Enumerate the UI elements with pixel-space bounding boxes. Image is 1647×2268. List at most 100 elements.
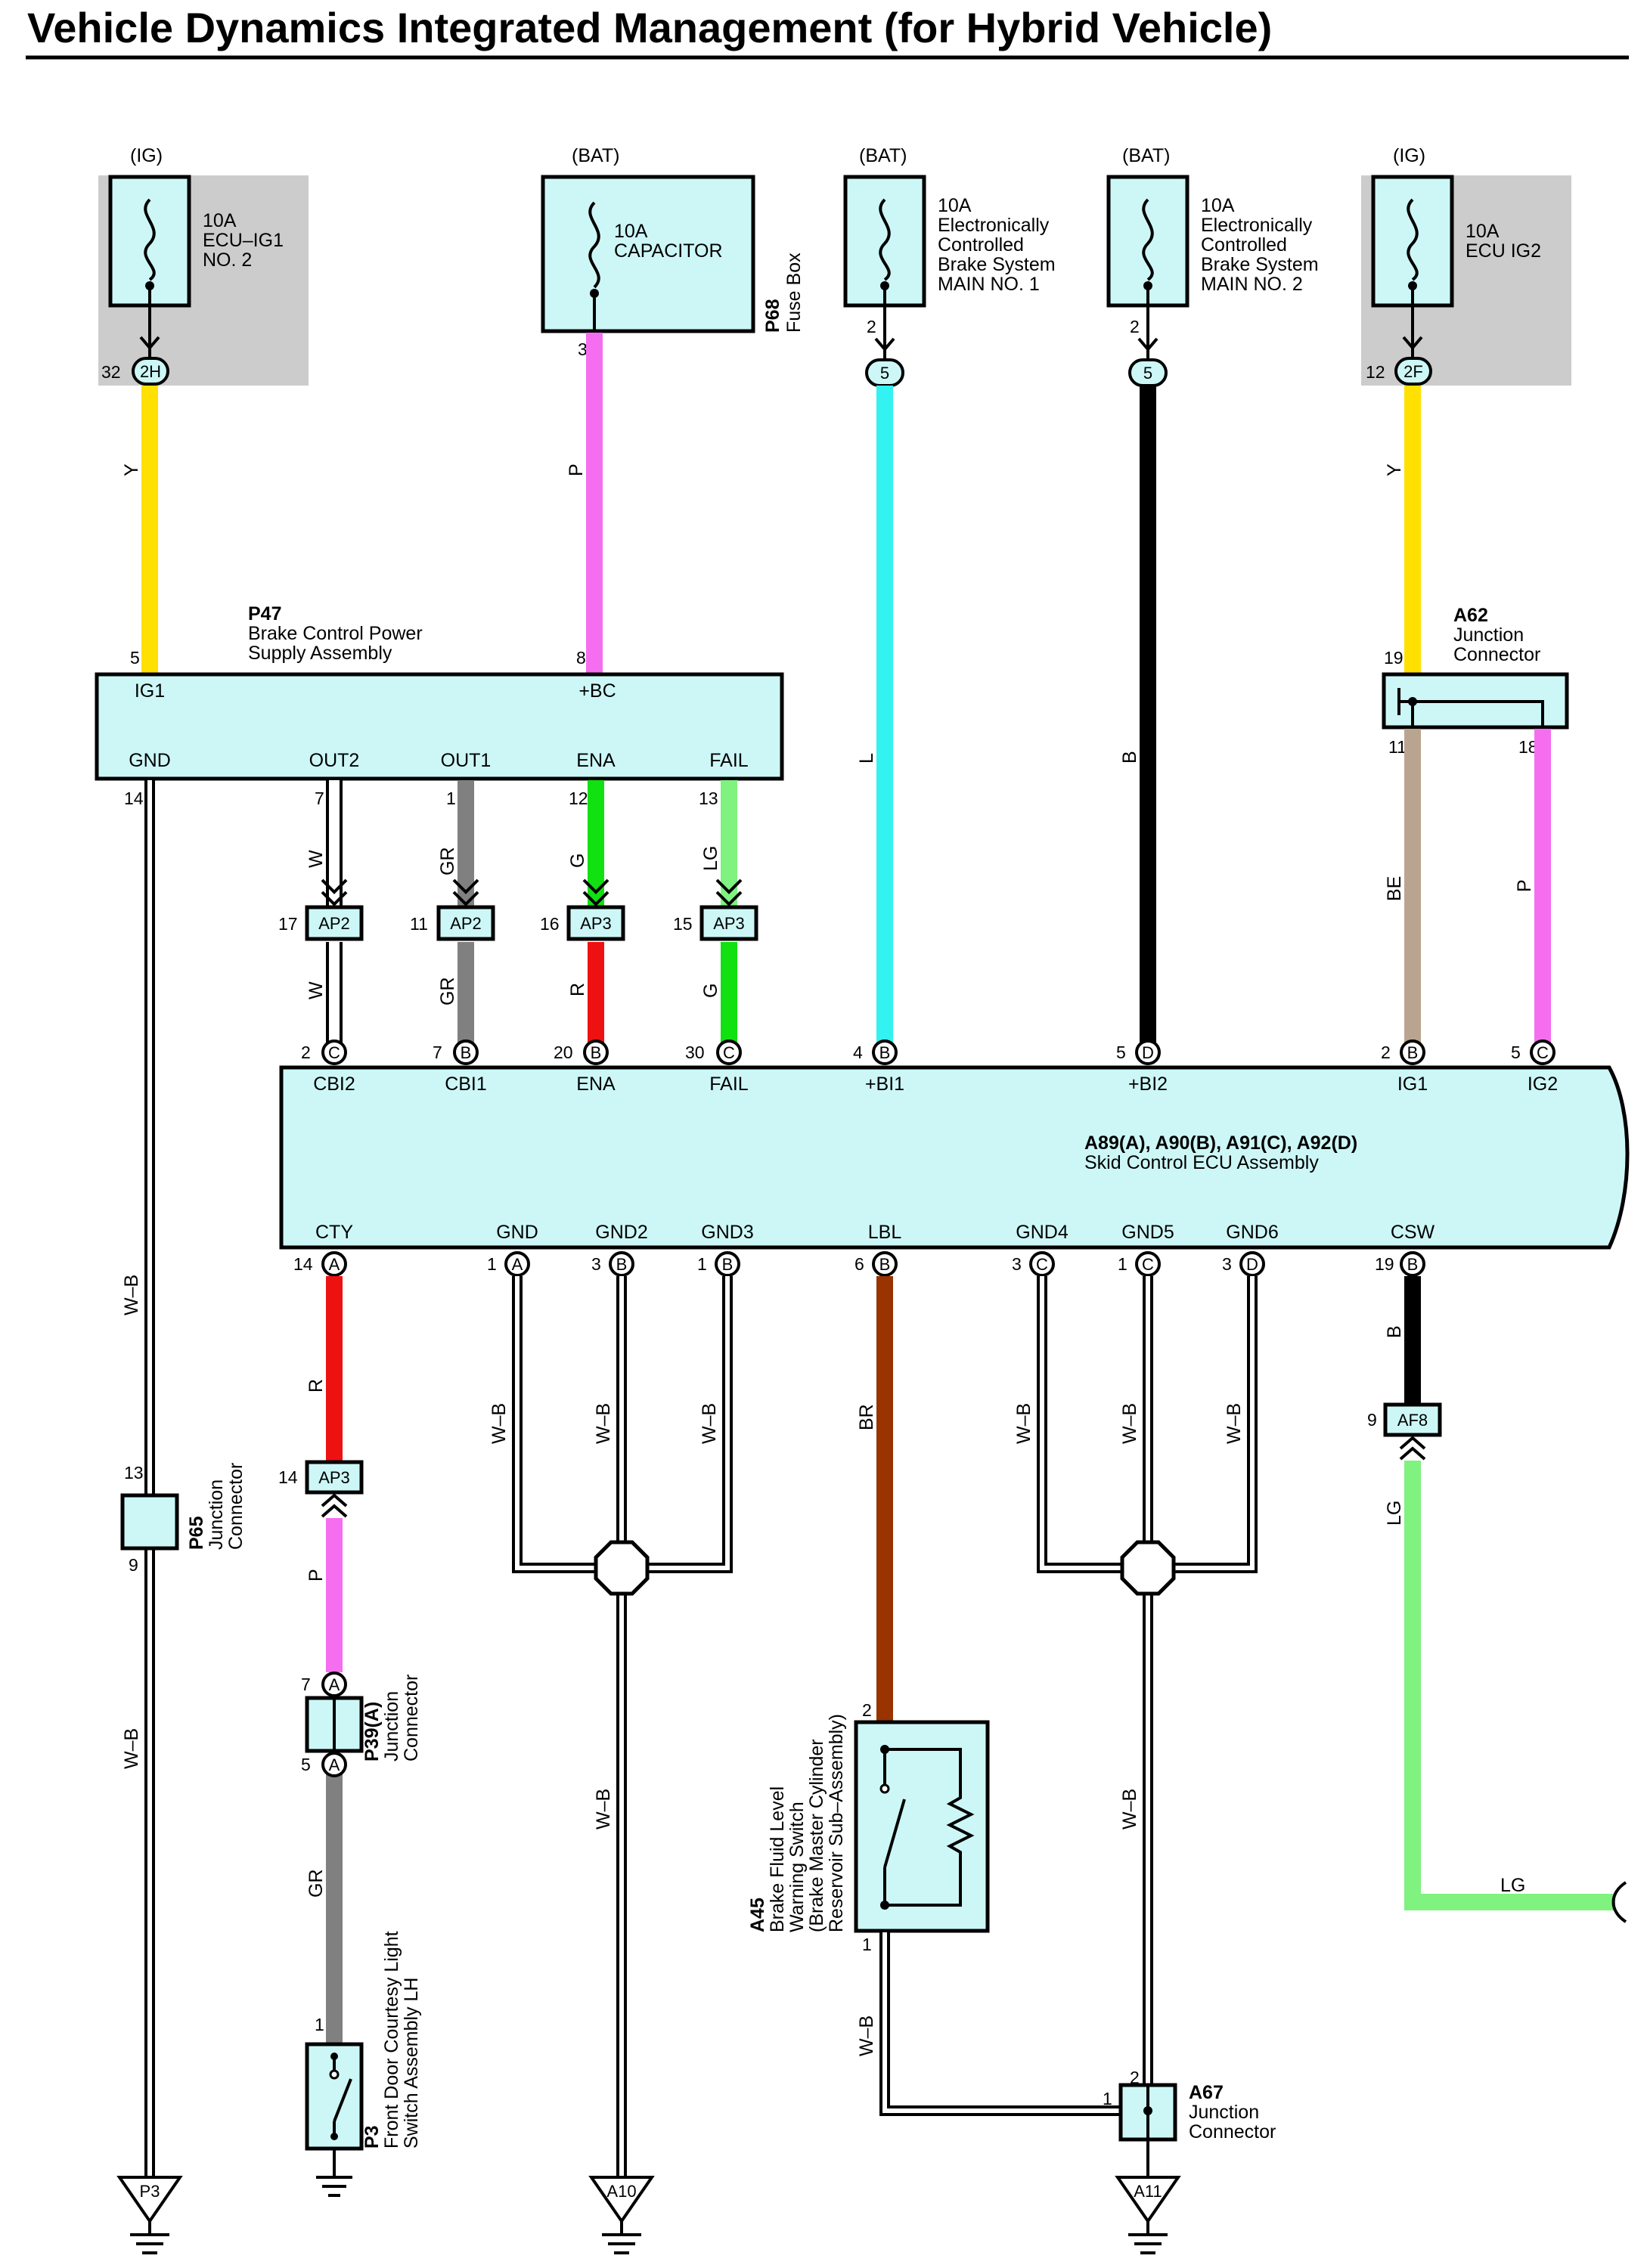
svg-text:A10: A10: [606, 2182, 636, 2201]
svg-text:P65: P65: [186, 1516, 207, 1550]
svg-text:+BI1: +BI1: [865, 1074, 904, 1095]
svg-text:LG: LG: [700, 846, 721, 871]
svg-text:GR: GR: [437, 978, 458, 1006]
svg-text:P: P: [306, 1569, 327, 1582]
svg-text:12: 12: [1366, 362, 1385, 382]
svg-text:5: 5: [880, 364, 889, 383]
svg-text:(Brake Master Cylinder: (Brake Master Cylinder: [806, 1739, 827, 1932]
svg-text:32: 32: [101, 362, 121, 382]
svg-text:B: B: [722, 1255, 734, 1274]
svg-text:Switch Assembly LH: Switch Assembly LH: [401, 1978, 422, 2149]
svg-text:Controlled: Controlled: [1201, 234, 1287, 256]
svg-text:IG1: IG1: [135, 680, 165, 702]
svg-text:Controlled: Controlled: [938, 234, 1024, 256]
svg-text:2: 2: [1130, 2068, 1140, 2087]
wires-top: Y P L B Y: [121, 333, 1421, 1046]
svg-text:W–B: W–B: [121, 1728, 142, 1769]
wire-lbl: BR: [856, 1276, 893, 1721]
svg-text:1: 1: [697, 1254, 707, 1274]
svg-text:5: 5: [1511, 1043, 1521, 1062]
svg-text:G: G: [700, 984, 721, 998]
fuse-box-code: P68: [762, 299, 783, 333]
svg-text:A: A: [329, 1255, 340, 1274]
svg-text:7: 7: [315, 789, 324, 808]
svg-text:AP2: AP2: [318, 914, 350, 933]
svg-text:BE: BE: [1384, 876, 1405, 901]
svg-text:A62: A62: [1453, 605, 1488, 626]
svg-text:ENA: ENA: [576, 1074, 616, 1095]
svg-text:IG1: IG1: [1397, 1074, 1428, 1095]
svg-text:C: C: [1537, 1043, 1549, 1062]
svg-text:W–B: W–B: [593, 1789, 614, 1830]
svg-text:GND: GND: [129, 750, 171, 771]
svg-text:30: 30: [685, 1043, 705, 1062]
ground-a10: A10: [588, 2176, 655, 2254]
svg-text:C: C: [1142, 1255, 1154, 1274]
svg-text:1: 1: [862, 1935, 872, 1954]
svg-text:AP3: AP3: [580, 914, 612, 933]
svg-text:5: 5: [301, 1755, 311, 1774]
svg-text:FAIL: FAIL: [709, 1074, 749, 1095]
svg-text:Junction: Junction: [206, 1479, 227, 1550]
svg-text:A89(A), A90(B), A91(C), A92(D): A89(A), A90(B), A91(C), A92(D): [1084, 1132, 1357, 1154]
svg-text:GND5: GND5: [1121, 1222, 1174, 1243]
svg-text:17: 17: [278, 914, 298, 934]
a62-junction-connector: A62 Junction Connector 19 11 18: [1382, 605, 1569, 757]
wires-gnd-a10: W–B W–B W–B W–B: [489, 1276, 733, 2177]
svg-text:20: 20: [554, 1043, 573, 1062]
svg-text:P: P: [566, 463, 587, 476]
page-title: Vehicle Dynamics Integrated Management (…: [27, 4, 1272, 51]
svg-text:ENA: ENA: [576, 750, 616, 771]
svg-text:B: B: [616, 1255, 628, 1274]
svg-text:CBI1: CBI1: [445, 1074, 487, 1095]
svg-text:A67: A67: [1189, 2082, 1224, 2103]
svg-text:Connector: Connector: [401, 1675, 422, 1761]
fuse-ecb-main-no2: (BAT) 10A Electronically Controlled Brak…: [1106, 145, 1319, 308]
svg-text:Connector: Connector: [1453, 644, 1540, 665]
svg-text:P: P: [1514, 879, 1535, 892]
svg-text:13: 13: [699, 789, 718, 808]
svg-text:19: 19: [1375, 1254, 1394, 1274]
svg-text:ECU–IG1: ECU–IG1: [203, 230, 284, 251]
svg-text:Brake Fluid Level: Brake Fluid Level: [767, 1786, 788, 1932]
svg-text:+BC: +BC: [578, 680, 616, 702]
svg-text:W: W: [306, 981, 327, 999]
svg-text:A: A: [329, 1755, 340, 1774]
svg-text:10A: 10A: [938, 195, 972, 216]
svg-text:9: 9: [1367, 1410, 1377, 1430]
svg-text:12: 12: [569, 789, 588, 808]
svg-text:2: 2: [867, 317, 876, 336]
svg-text:10A: 10A: [1201, 195, 1235, 216]
svg-text:8: 8: [576, 648, 586, 668]
svg-text:10A: 10A: [203, 210, 237, 231]
svg-text:W–B: W–B: [1119, 1789, 1140, 1830]
svg-text:GND4: GND4: [1016, 1222, 1069, 1243]
fuse-box-name: Fuse Box: [783, 253, 805, 333]
svg-text:Warning Switch: Warning Switch: [786, 1802, 808, 1932]
svg-text:AF8: AF8: [1397, 1411, 1428, 1430]
svg-text:P3: P3: [140, 2182, 160, 2201]
fuse-ecu-ig2: (IG) 10A ECU IG2: [1371, 145, 1541, 308]
svg-text:14: 14: [278, 1467, 298, 1487]
svg-text:1: 1: [1103, 2089, 1112, 2108]
wires-p47-to-ecu: W W GR GR G R LG G: [306, 780, 737, 1046]
svg-text:Skid Control ECU Assembly: Skid Control ECU Assembly: [1084, 1152, 1319, 1173]
svg-text:2F: 2F: [1404, 362, 1423, 381]
svg-text:B: B: [1407, 1043, 1419, 1062]
svg-text:MAIN NO. 1: MAIN NO. 1: [938, 274, 1040, 295]
svg-text:A11: A11: [1134, 2182, 1162, 2201]
svg-text:NO. 2: NO. 2: [203, 249, 252, 271]
svg-text:2: 2: [862, 1700, 872, 1720]
svg-text:CAPACITOR: CAPACITOR: [614, 240, 723, 262]
svg-text:5: 5: [130, 648, 140, 668]
svg-text:11: 11: [410, 914, 428, 934]
svg-text:3: 3: [1012, 1254, 1022, 1274]
svg-text:D: D: [1142, 1043, 1154, 1062]
svg-text:BR: BR: [856, 1404, 877, 1430]
svg-text:2H: 2H: [140, 362, 161, 381]
ground-a11: A11: [1115, 2176, 1181, 2254]
svg-text:3: 3: [1222, 1254, 1232, 1274]
svg-text:Electronically: Electronically: [1201, 215, 1313, 236]
svg-text:R: R: [567, 983, 588, 996]
